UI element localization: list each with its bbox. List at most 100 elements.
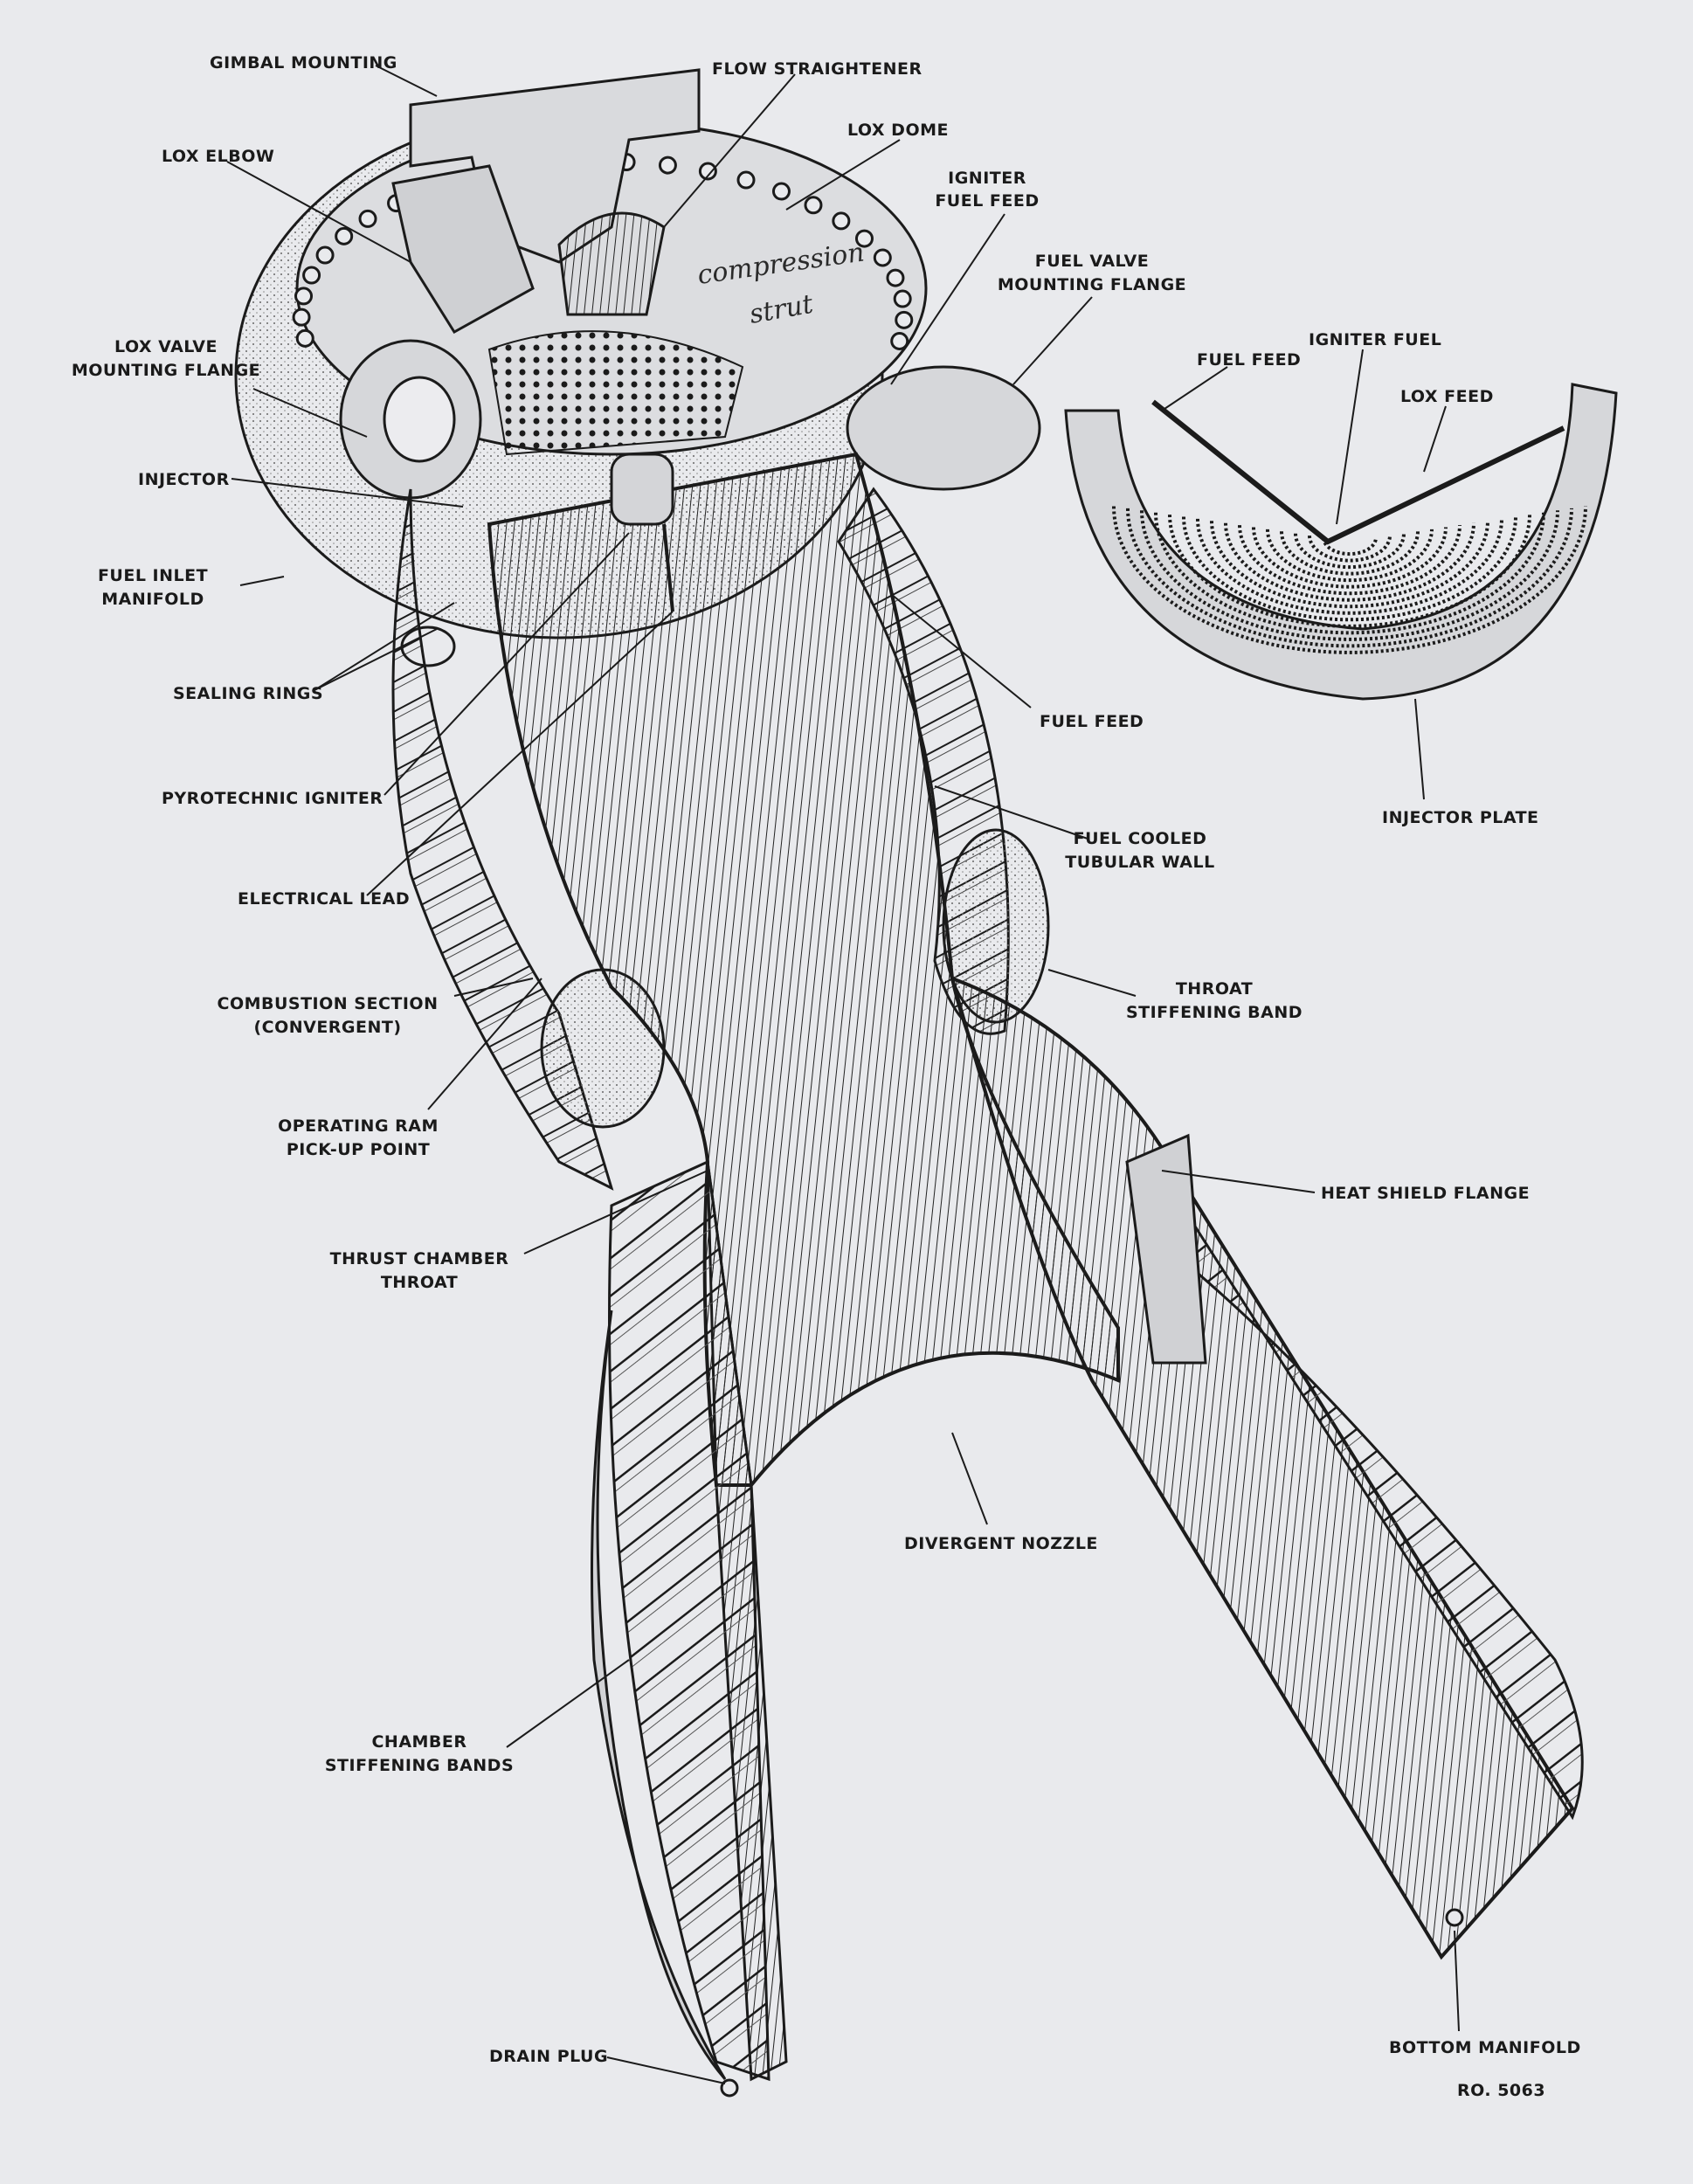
label-igniter-fuel-feed-1: IGNITER — [948, 169, 1026, 188]
leader-electrical-lead — [366, 611, 674, 896]
label-flow-straightener: FLOW STRAIGHTENER — [712, 59, 923, 79]
label-chamber-stiffening-bands-2: STIFFENING BANDS — [325, 1756, 514, 1775]
label-gimbal-mounting: GIMBAL MOUNTING — [210, 53, 397, 73]
leader-lox-valve-flange — [252, 388, 368, 438]
leader-lox-dome — [785, 139, 901, 211]
leader-fuel-valve-flange — [1012, 296, 1093, 385]
figure-reference: RO. 5063 — [1457, 2081, 1545, 2100]
leader-lox-elbow — [226, 161, 411, 263]
injector-plate-inset — [1064, 383, 1618, 701]
label-combustion-section-2: (CONVERGENT) — [253, 1018, 401, 1037]
leader-gimbal-mounting — [375, 65, 438, 97]
leader-chamber-stiffening-bands — [506, 1659, 630, 1748]
injector-plate-feed-ribs — [1151, 399, 1565, 545]
label-throat-stiffening-band-2: STIFFENING BAND — [1126, 1003, 1303, 1022]
label-combustion-section-1: COMBUSTION SECTION — [218, 994, 439, 1013]
leader-inset-fuel-feed — [1161, 366, 1228, 411]
flange-bolt — [736, 170, 756, 190]
leader-lines — [226, 65, 1460, 2084]
flange-bolt — [873, 248, 892, 267]
flange-bolt — [292, 308, 311, 327]
leader-flow-straightener — [663, 73, 796, 228]
leader-bottom-manifold — [1454, 1930, 1460, 2032]
label-drain-plug: DRAIN PLUG — [489, 2047, 608, 2066]
bottom-manifold — [1445, 1908, 1464, 1927]
injector-plate-ring — [1308, 535, 1392, 563]
label-pyrotechnic-igniter: PYROTECHNIC IGNITER — [162, 789, 384, 808]
injector-plate-ring — [1168, 515, 1531, 628]
leader-sealing-rings-2 — [314, 602, 455, 691]
label-heat-shield-flange: HEAT SHIELD FLANGE — [1321, 1184, 1530, 1203]
label-inset-igniter-fuel: IGNITER FUEL — [1309, 330, 1441, 349]
leader-sealing-rings-1 — [314, 628, 438, 691]
injector-plate-ring — [1238, 525, 1462, 596]
injector-plate-ring — [1266, 529, 1434, 583]
label-fuel-cooled-wall-2: TUBULAR WALL — [1065, 853, 1214, 872]
flange-bolt — [295, 328, 314, 348]
flange-bolt — [854, 229, 874, 248]
flange-bolt — [658, 156, 677, 175]
fuel-cooled-tubular-wall — [487, 452, 1120, 1487]
label-injector: INJECTOR — [138, 470, 230, 489]
leader-pyrotechnic-igniter — [384, 532, 630, 796]
label-inset-fuel-feed: FUEL FEED — [1197, 350, 1301, 370]
leader-inset-lox-feed — [1423, 405, 1447, 473]
injector — [487, 330, 744, 456]
injector-plate-ring — [1196, 518, 1503, 615]
pyrotechnic-igniter — [610, 453, 674, 526]
injector-plate-ring — [1322, 537, 1378, 556]
label-divergent-nozzle: DIVERGENT NOZZLE — [904, 1534, 1098, 1553]
flange-bolt — [294, 287, 314, 306]
label-bottom-manifold: BOTTOM MANIFOLD — [1389, 2038, 1581, 2057]
label-throat-stiffening-band-1: THROAT — [1176, 979, 1253, 999]
leader-thrust-chamber-throat — [523, 1170, 708, 1254]
label-operating-ram-2: PICK-UP POINT — [287, 1140, 430, 1159]
leader-combustion-section — [453, 978, 534, 997]
flange-bolt — [771, 182, 791, 201]
label-fuel-inlet-manifold-2: MANIFOLD — [101, 590, 204, 609]
chamber-stiffening-bands-left — [608, 1159, 770, 2082]
leader-operating-ram — [427, 978, 542, 1110]
leader-throat-stiffening-band — [1047, 969, 1137, 997]
label-lox-elbow: LOX ELBOW — [162, 147, 274, 166]
label-fuel-inlet-manifold-1: FUEL INLET — [98, 566, 208, 585]
label-electrical-lead: ELECTRICAL LEAD — [238, 889, 410, 909]
nozzle-outer-skirt — [591, 1310, 727, 2080]
flange-bolt — [886, 268, 905, 287]
injector-plate-ring — [1112, 506, 1587, 654]
injector-plate-ring — [1140, 510, 1559, 641]
divergent-nozzle — [950, 975, 1575, 1960]
label-fuel-feed-main: FUEL FEED — [1040, 712, 1144, 731]
label-thrust-chamber-throat-2: THROAT — [381, 1273, 458, 1292]
label-inset-lox-feed: LOX FEED — [1400, 387, 1494, 406]
flange-bolt — [832, 211, 851, 231]
flange-bolt — [315, 245, 335, 265]
label-sealing-rings: SEALING RINGS — [173, 684, 323, 703]
fuel-valve-mounting-flange — [846, 365, 1041, 491]
lox-elbow — [391, 164, 535, 335]
label-chamber-stiffening-bands-1: CHAMBER — [371, 1732, 466, 1752]
leader-fuel-cooled-wall — [934, 785, 1088, 840]
label-operating-ram-1: OPERATING RAM — [278, 1116, 439, 1136]
injector-plate-ring — [1224, 522, 1475, 602]
leader-injector-plate — [1414, 698, 1425, 800]
leader-divergent-nozzle — [951, 1432, 988, 1525]
thrust-chamber-illustration — [234, 68, 1584, 2098]
flange-bolt — [804, 196, 823, 215]
injector-plate-rings — [1112, 506, 1587, 654]
flange-bolt — [893, 289, 912, 308]
label-lox-valve-flange-2: MOUNTING FLANGE — [72, 361, 260, 380]
electrical-lead — [662, 523, 674, 612]
leader-heat-shield-flange — [1161, 1170, 1316, 1193]
label-lox-valve-flange-1: LOX VALVE — [114, 337, 218, 356]
flange-bolt — [698, 162, 717, 181]
leader-fuel-inlet-manifold — [239, 576, 285, 586]
leader-fuel-feed-main — [890, 593, 1032, 708]
flange-bolt — [358, 209, 377, 228]
label-lox-dome: LOX DOME — [847, 121, 949, 140]
leader-drain-plug — [606, 2056, 726, 2084]
injector-plate-ring — [1294, 533, 1406, 570]
leader-igniter-fuel-feed — [890, 213, 1005, 385]
label-thrust-chamber-throat-1: THRUST CHAMBER — [330, 1249, 509, 1268]
